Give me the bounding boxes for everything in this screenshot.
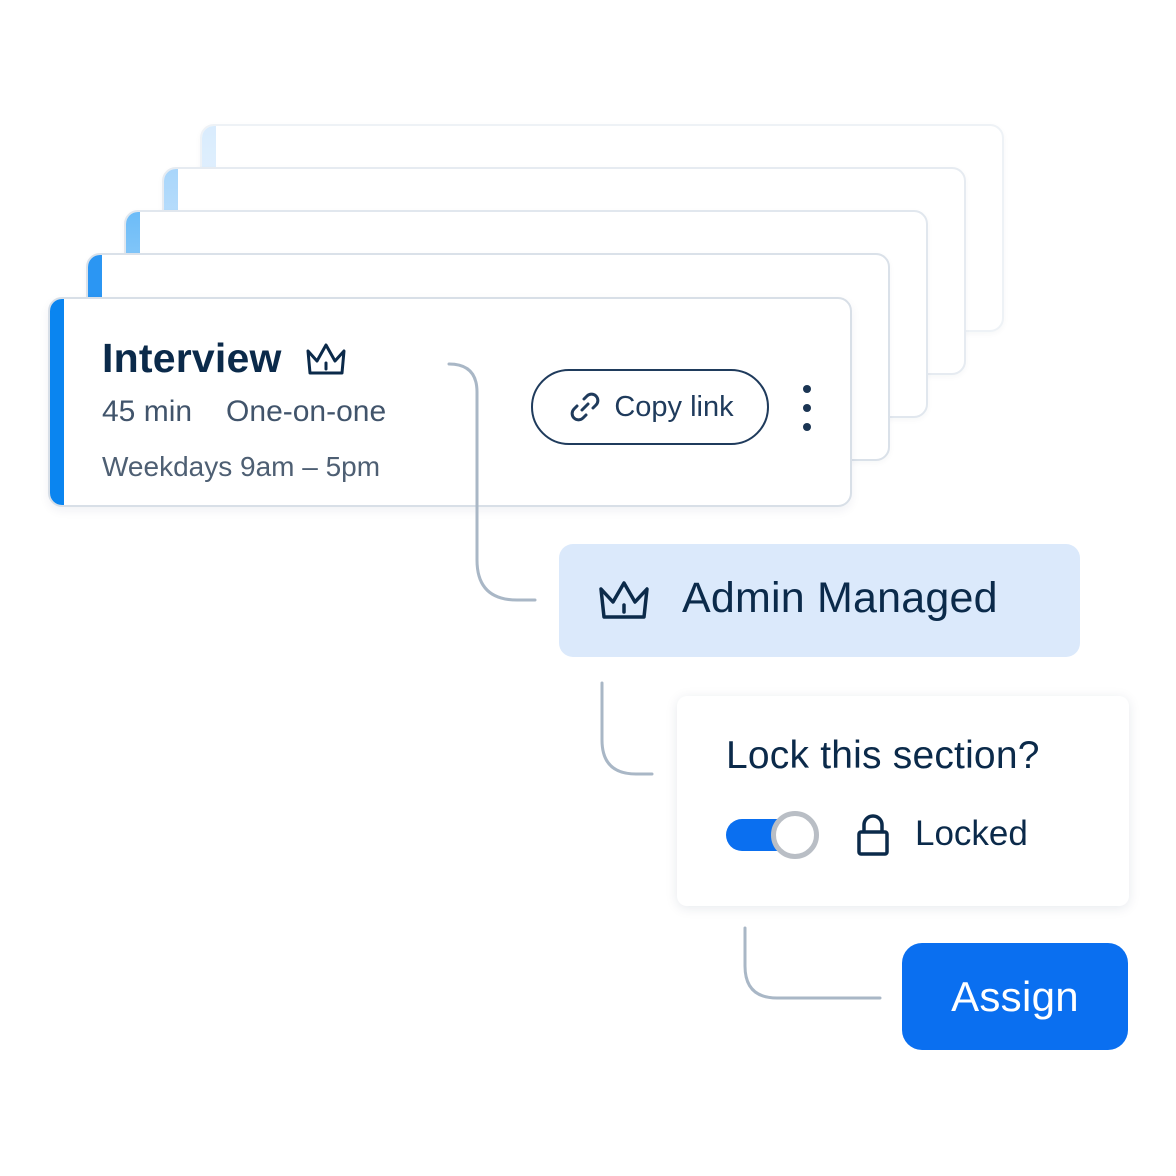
event-title: Interview xyxy=(102,335,282,381)
lock-toggle[interactable] xyxy=(726,811,819,859)
lock-question: Lock this section? xyxy=(726,734,1040,777)
event-duration: 45 min xyxy=(102,395,193,428)
admin-managed-badge: Admin Managed xyxy=(559,544,1080,657)
event-title-row: Interview xyxy=(102,335,350,382)
toggle-knob xyxy=(771,811,819,859)
lock-icon xyxy=(857,814,889,856)
more-options-icon[interactable] xyxy=(792,385,822,431)
event-type-card[interactable]: Interview 45 min One-on-one Weekdays 9am… xyxy=(48,297,852,507)
card-accent-bar xyxy=(50,299,64,505)
kebab-dot xyxy=(803,423,811,431)
kebab-dot xyxy=(803,404,811,412)
assign-button-label: Assign xyxy=(951,972,1079,1020)
lock-section-panel: Lock this section? Locked xyxy=(677,696,1129,906)
copy-link-button[interactable]: Copy link xyxy=(531,369,769,445)
link-icon xyxy=(571,392,600,422)
crown-icon xyxy=(306,343,346,374)
connector-lock-to-assign xyxy=(743,926,882,1000)
event-availability: Weekdays 9am – 5pm xyxy=(102,451,381,482)
crown-icon xyxy=(599,581,649,619)
admin-managed-label: Admin Managed xyxy=(682,574,998,622)
copy-link-label: Copy link xyxy=(614,390,734,423)
event-meta: 45 min One-on-one xyxy=(102,395,386,429)
connector-badge-to-lock xyxy=(600,681,654,776)
assign-button[interactable]: Assign xyxy=(902,943,1128,1050)
event-kind: One-on-one xyxy=(226,395,387,428)
kebab-dot xyxy=(803,385,811,393)
lock-status-label: Locked xyxy=(915,814,1028,853)
